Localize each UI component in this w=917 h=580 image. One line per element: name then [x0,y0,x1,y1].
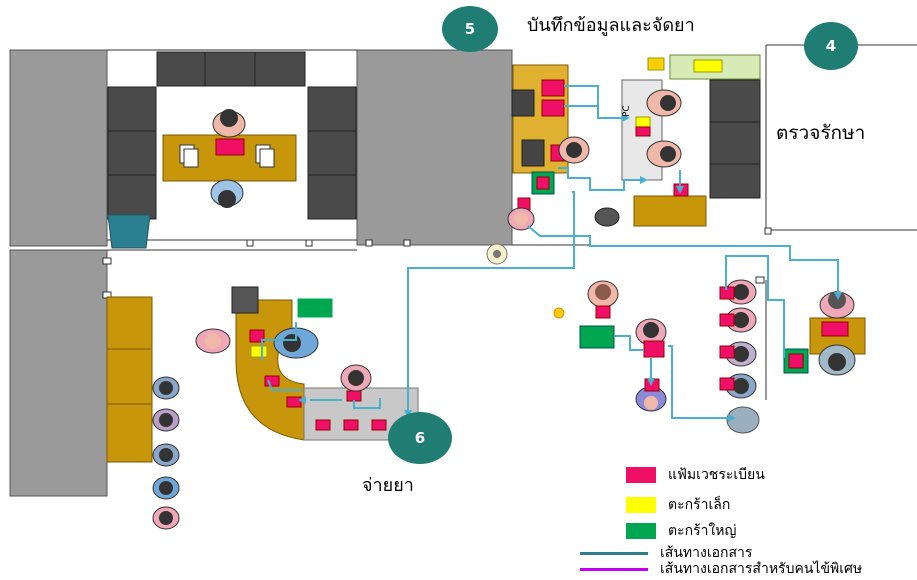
document-icon [179,144,275,168]
legend-item-special-route: เส้นทางเอกสารสำหรับคนไข้พิเศษ [580,558,862,580]
pharmacist-figure [195,327,372,392]
legend-item-small-basket: ตะกร้าเล็ก [626,494,730,516]
legend-swatch-record-folder [626,467,656,483]
stage-4-number: 4 [825,37,837,55]
exam-desk [633,195,707,227]
legend-label-large-basket: ตะกร้าใหญ่ [668,523,737,539]
stage-5-title: บันทึกข้อมูลและจัดยา [527,15,695,36]
waiting-patients-right [725,279,760,434]
legend-item-document-route: เส้นทางเอกสาร [580,542,752,564]
computer-icon [231,286,259,314]
legend-label-document-route: เส้นทางเอกสาร [660,545,753,561]
sun-icon [553,307,565,319]
wall-block-top-left [9,49,108,247]
legend-label-record-folder: แฟ้มเวชระเบียน [668,467,765,483]
exam-cabinet [709,79,761,199]
chair-icon [594,207,620,227]
document-route-lines [261,85,839,419]
stage-4-title: ตรวจรักษา [776,122,866,144]
legend-item-large-basket: ตะกร้าใหญ่ [626,520,736,542]
doctor-figure [818,291,856,376]
stage-5-badge: 5 [442,6,498,52]
staff-figure [210,109,246,208]
trash-bin [107,214,151,249]
stage-4-badge: 4 [804,22,858,70]
stage-6-badge: 6 [388,412,452,464]
legend-swatch-document-route [580,551,648,555]
stage-5-number: 5 [464,20,476,38]
wall-block-left [9,249,108,497]
cabinet-column-right [307,86,357,220]
stage-6-title: จ่ายยา [362,475,414,496]
stage-6-number: 6 [414,429,426,447]
wall-block-center [356,49,513,246]
record-staff-figure [507,136,590,231]
legend-item-record-folder: แฟ้มเวชระเบียน [626,464,765,486]
pc-label: PC [622,105,632,117]
waiting-patients-left [152,376,180,530]
legend-swatch-small-basket [626,497,656,513]
patient-figures-middle [587,280,667,412]
cabinet-row-top [156,51,306,87]
legend-swatch-large-basket [626,523,656,539]
cabinet-column-left [107,86,157,220]
nurse-figure [646,89,682,168]
legend-label-small-basket: ตะกร้าเล็ก [668,497,731,513]
legend-swatch-special-route [580,567,648,571]
legend-label-special-route: เส้นทางเอกสารสำหรับคนไข้พิเศษ [660,561,863,577]
shelf-column-left [106,296,153,463]
